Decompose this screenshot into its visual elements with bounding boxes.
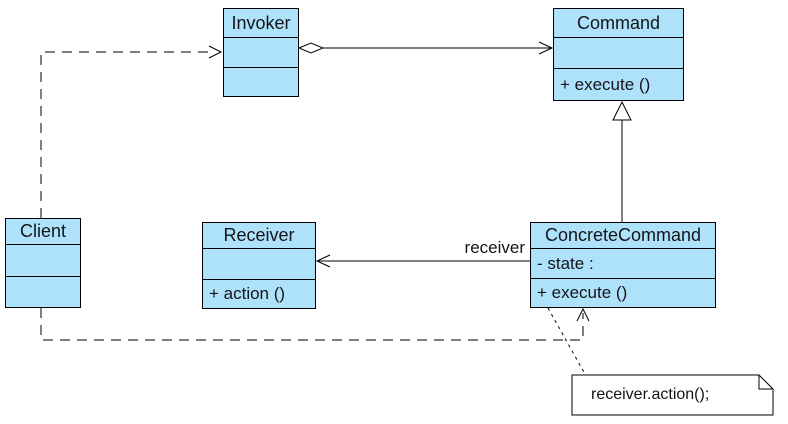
class-command: Command + execute () [553, 8, 684, 101]
class-receiver: Receiver + action () [202, 222, 316, 309]
open-arrowhead-icon [538, 41, 554, 55]
note-shape [571, 374, 774, 416]
class-receiver-title: Receiver [203, 223, 315, 249]
open-arrowhead-icon [315, 254, 331, 268]
class-invoker: Invoker [223, 8, 299, 97]
class-client-methods [6, 277, 80, 307]
class-receiver-attributes [203, 249, 315, 280]
association-role-label: receiver [464, 238, 525, 257]
class-concrete-command: ConcreteCommand - state : + execute () [530, 222, 716, 308]
class-invoker-methods [224, 68, 298, 96]
class-concrete-command-methods: + execute () [537, 283, 628, 302]
class-invoker-title: Invoker [224, 9, 298, 38]
class-concrete-command-title: ConcreteCommand [531, 223, 715, 249]
class-client-title: Client [6, 219, 80, 245]
note-anchor-line [547, 307, 586, 375]
dependency-client-invoker-line [40, 51, 212, 218]
class-command-methods: + execute () [560, 74, 651, 94]
class-invoker-attributes [224, 38, 298, 68]
class-client: Client [5, 218, 81, 308]
note-text: receiver.action(); [591, 386, 710, 403]
aggregation-diamond-icon [297, 42, 325, 54]
class-command-attributes [554, 38, 683, 69]
generalization-triangle-icon [612, 100, 632, 121]
class-concrete-command-attributes: - state : [531, 249, 715, 279]
class-receiver-methods: + action () [209, 284, 286, 303]
class-command-title: Command [554, 9, 683, 38]
dependency-client-concretecommand-line [40, 308, 584, 341]
class-client-attributes [6, 245, 80, 277]
open-arrowhead-icon [576, 307, 590, 322]
note-fold-icon [758, 375, 773, 390]
open-arrowhead-icon [208, 45, 223, 59]
